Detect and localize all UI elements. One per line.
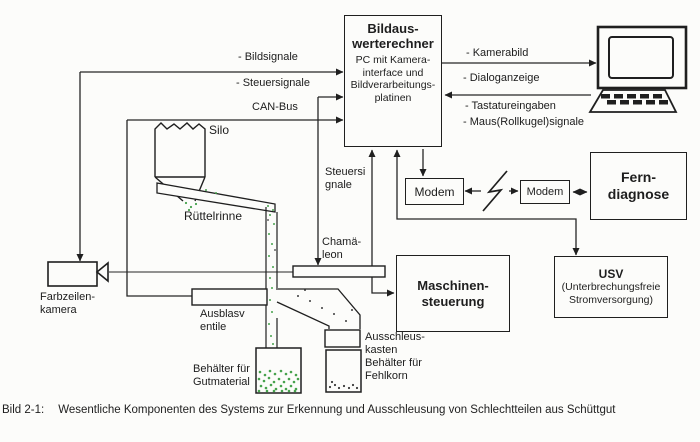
usv-box: USV (Unterbrechungsfreie Stromversorgung…: [554, 256, 668, 318]
pc-box-body: PC mit Kamera- interface und Bildverarbe…: [351, 54, 436, 104]
farbzeilenkamera-label-line2: kamera: [40, 304, 77, 316]
usv-line3: Stromversorgung): [568, 294, 654, 306]
good-material-particles: [184, 189, 300, 393]
ausschleuskasten-label: Ausschleus- kasten: [365, 331, 425, 357]
usv-line2: (Unterbrechungsfreie: [561, 281, 661, 293]
canbus-valve-line: [126, 120, 192, 297]
ausschleuskasten-label-line1: Ausschleus-: [365, 331, 425, 343]
figure-caption: Bild 2-1: Wesentliche Komponenten des Sys…: [2, 403, 696, 417]
canbus-label: CAN-Bus: [252, 101, 298, 113]
signal-lines: [76, 59, 597, 297]
modem1-box: Modem: [405, 178, 464, 205]
bildauswerterechner-box: Bildaus- werterechner PC mit Kamera- int…: [344, 15, 442, 147]
ruettelrinne-shape: [156, 182, 276, 213]
modem2-box: Modem: [520, 180, 570, 204]
discharge-funnel: [276, 288, 361, 329]
ausblasventile-shape: [191, 288, 268, 306]
steuersignale-mid-label: Steuersi gnale: [325, 166, 365, 192]
maschinensteuerung-box: Maschinen- steuerung: [396, 255, 510, 332]
ausblasventile-label-line1: Ausblasv: [200, 308, 245, 320]
chamaeleon-label-line2: leon: [322, 249, 343, 261]
dialoganzeige-label: - Dialoganzeige: [463, 72, 540, 84]
pc-box-body-line2: interface und: [362, 66, 424, 79]
camera-icon: [47, 261, 109, 287]
farbzeilenkamera-label-line1: Farbzeilen-: [40, 291, 96, 303]
fall-channel: [265, 207, 278, 348]
behaelter-gut-label-line2: Gutmaterial: [193, 376, 250, 388]
bad-material-particles: [267, 219, 359, 390]
figure-caption-number: Bild 2-1:: [2, 404, 45, 416]
ferndiagnose-line1: Fern-: [621, 169, 656, 185]
bildsignale-label: - Bildsignale: [238, 51, 298, 63]
maschinensteuerung-line: [368, 149, 395, 297]
ruettelrinne-label: Rüttelrinne: [184, 209, 243, 223]
behaelter-gut-label: Behälter für Gutmaterial: [193, 363, 250, 389]
ferndiagnose-line2: diagnose: [607, 186, 670, 202]
kamerabild-label: - Kamerabild: [466, 47, 529, 59]
lightning-icon: [482, 170, 508, 212]
tastatureingaben-label: - Tastatureingaben: [465, 100, 556, 112]
steuersignale-mid-line1: Steuersi: [325, 166, 366, 178]
steuersignale-label: - Steuersignale: [236, 77, 310, 89]
chamaeleon-label: Chamä- leon: [322, 236, 361, 262]
ferndiagnose-box: Fern- diagnose: [590, 152, 687, 220]
pc-box-body-line1: PC mit Kamera-: [355, 54, 431, 66]
behaelter-gut-label-line1: Behälter für: [193, 363, 250, 375]
fehlkorn-container: [325, 349, 362, 393]
silo-label: Silo: [209, 123, 230, 137]
gutmaterial-container: [255, 347, 302, 394]
ausblasventile-label-line2: entile: [200, 321, 227, 333]
steuersignale-mid-line2: gnale: [325, 179, 352, 191]
pc-box-title-line2: werterechner: [352, 36, 434, 51]
pc-box-body-line4: platinen: [374, 91, 412, 104]
behaelter-fehl-label: Behälter für Fehlkorn: [365, 357, 422, 383]
computer-icon: [588, 25, 688, 113]
usv-title: USV: [598, 267, 624, 281]
chamaeleon-label-line1: Chamä-: [322, 236, 362, 248]
ausschleuskasten-shape: [324, 329, 361, 348]
ausblasventile-label: Ausblasv entile: [200, 308, 245, 334]
pc-box-body-line3: Bildverarbeitungs-: [350, 79, 436, 91]
farbzeilenkamera-label: Farbzeilen- kamera: [40, 291, 95, 317]
chamaeleon-shape: [292, 265, 386, 278]
maschinensteuerung-line2: steuerung: [421, 293, 485, 309]
maus-label: - Maus(Rollkugel)signale: [463, 116, 585, 128]
figure-caption-text: Wesentliche Komponenten des Systems zur …: [58, 404, 616, 416]
behaelter-fehl-label-line1: Behälter für: [365, 357, 422, 369]
keyboard-keys: [601, 94, 668, 105]
ausschleuskasten-label-line2: kasten: [365, 344, 398, 356]
usv-line: [393, 149, 580, 256]
maschinensteuerung-line1: Maschinen-: [417, 277, 489, 293]
pc-box-title-line1: Bildaus-: [367, 21, 419, 36]
behaelter-fehl-label-line2: Fehlkorn: [365, 370, 408, 382]
